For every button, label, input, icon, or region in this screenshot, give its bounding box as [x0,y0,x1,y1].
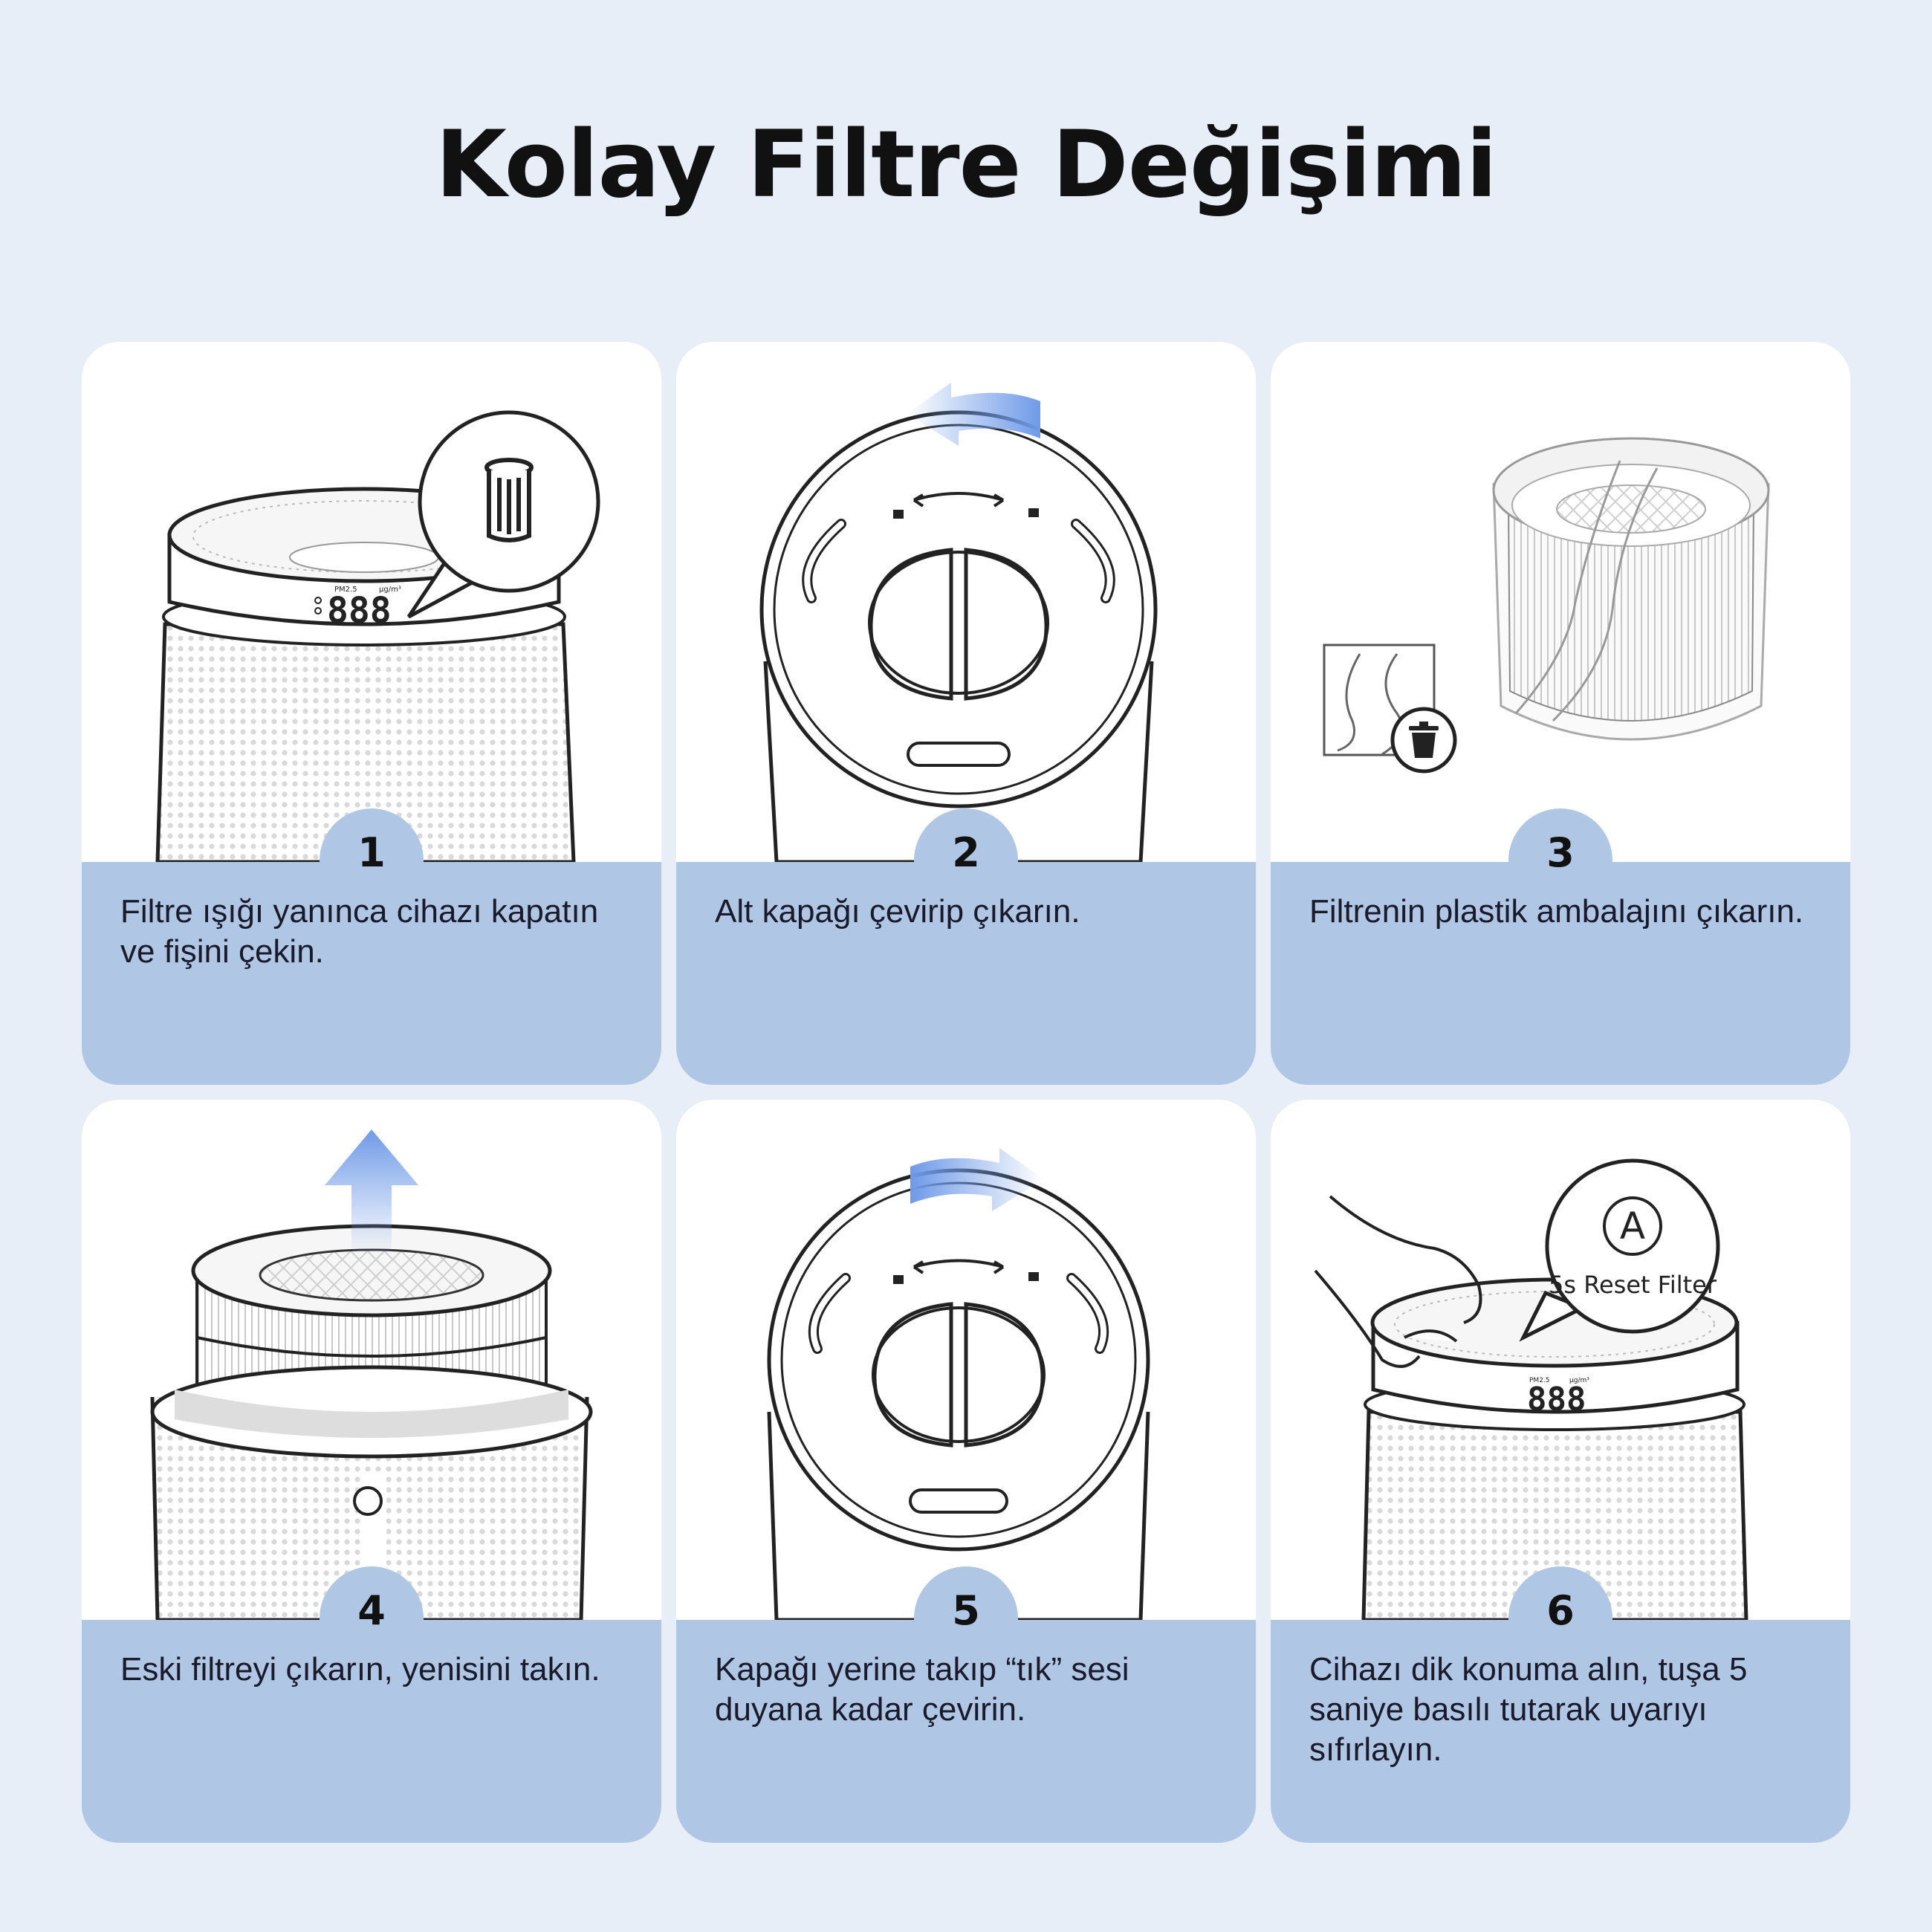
reset-label: 5s Reset Filter [1549,1271,1717,1299]
purifier-top-illustration: 888 PM2.5 μg/m³ [155,410,600,862]
step-card-6: 888 PM2.5 μg/m³ A 5s Reset Filter 6 Ciha… [1271,1100,1850,1843]
step-card-2: 2 Alt kapağı çevirip çıkarın. [676,342,1256,1085]
svg-text:PM2.5: PM2.5 [1529,1377,1550,1384]
step-description: Filtre ışığı yanınca cihazı kapatın ve f… [120,893,599,970]
purifier-cover-attach-illustration [767,1168,1150,1620]
wrapped-filter-illustration [1323,437,1770,756]
step-number-badge: 1 [320,808,424,912]
step-number-badge: 6 [1508,1566,1612,1670]
up-arrow-icon [325,1129,418,1256]
rotate-left-arrow-icon [907,383,1040,446]
step-description: Kapağı yerine takıp “tık” sesi duyana ka… [715,1651,1129,1728]
step-card-5: 5 Kapağı yerine takıp “tık” sesi duyana … [676,1100,1256,1843]
svg-text:PM2.5: PM2.5 [334,586,357,594]
filter-cartridge-icon [484,458,534,542]
page-title: Kolay Filtre Değişimi [435,111,1497,218]
purifier-reset-illustration: 888 PM2.5 μg/m³ [1314,1195,1748,1620]
step-number-badge: 4 [320,1566,424,1670]
reset-button-letter: A [1620,1205,1645,1248]
step-description: Alt kapağı çevirip çıkarın. [715,893,1080,930]
step-description: Eski filtreyi çıkarın, yenisini takın. [120,1651,600,1688]
step-card-3: 3 Filtrenin plastik ambalajını çıkarın. [1271,342,1850,1085]
display-digits: 888 [327,590,392,632]
rotate-right-arrow-icon [910,1148,1044,1211]
step-number-badge: 3 [1508,808,1612,912]
step-description: Filtrenin plastik ambalajını çıkarın. [1309,893,1804,930]
svg-text:μg/m³: μg/m³ [379,586,401,594]
step-number-badge: 2 [914,808,1018,912]
filter-replace-illustration [150,1224,593,1620]
step-card-4: 4 Eski filtreyi çıkarın, yenisini takın. [82,1100,661,1843]
step-card-1: 888 PM2.5 μg/m³ 1 Filtre ışığı yanınca c… [82,342,661,1085]
step-description: Cihazı dik konuma alın, tuşa 5 saniye ba… [1309,1651,1748,1768]
svg-text:μg/m³: μg/m³ [1569,1377,1589,1384]
reset-button-callout: A 5s Reset Filter [1545,1158,1720,1334]
purifier-bottom-cover-illustration [759,410,1158,862]
step-number-badge: 5 [914,1566,1018,1670]
display-digits: 888 [1527,1381,1586,1419]
trash-icon [1390,707,1457,774]
